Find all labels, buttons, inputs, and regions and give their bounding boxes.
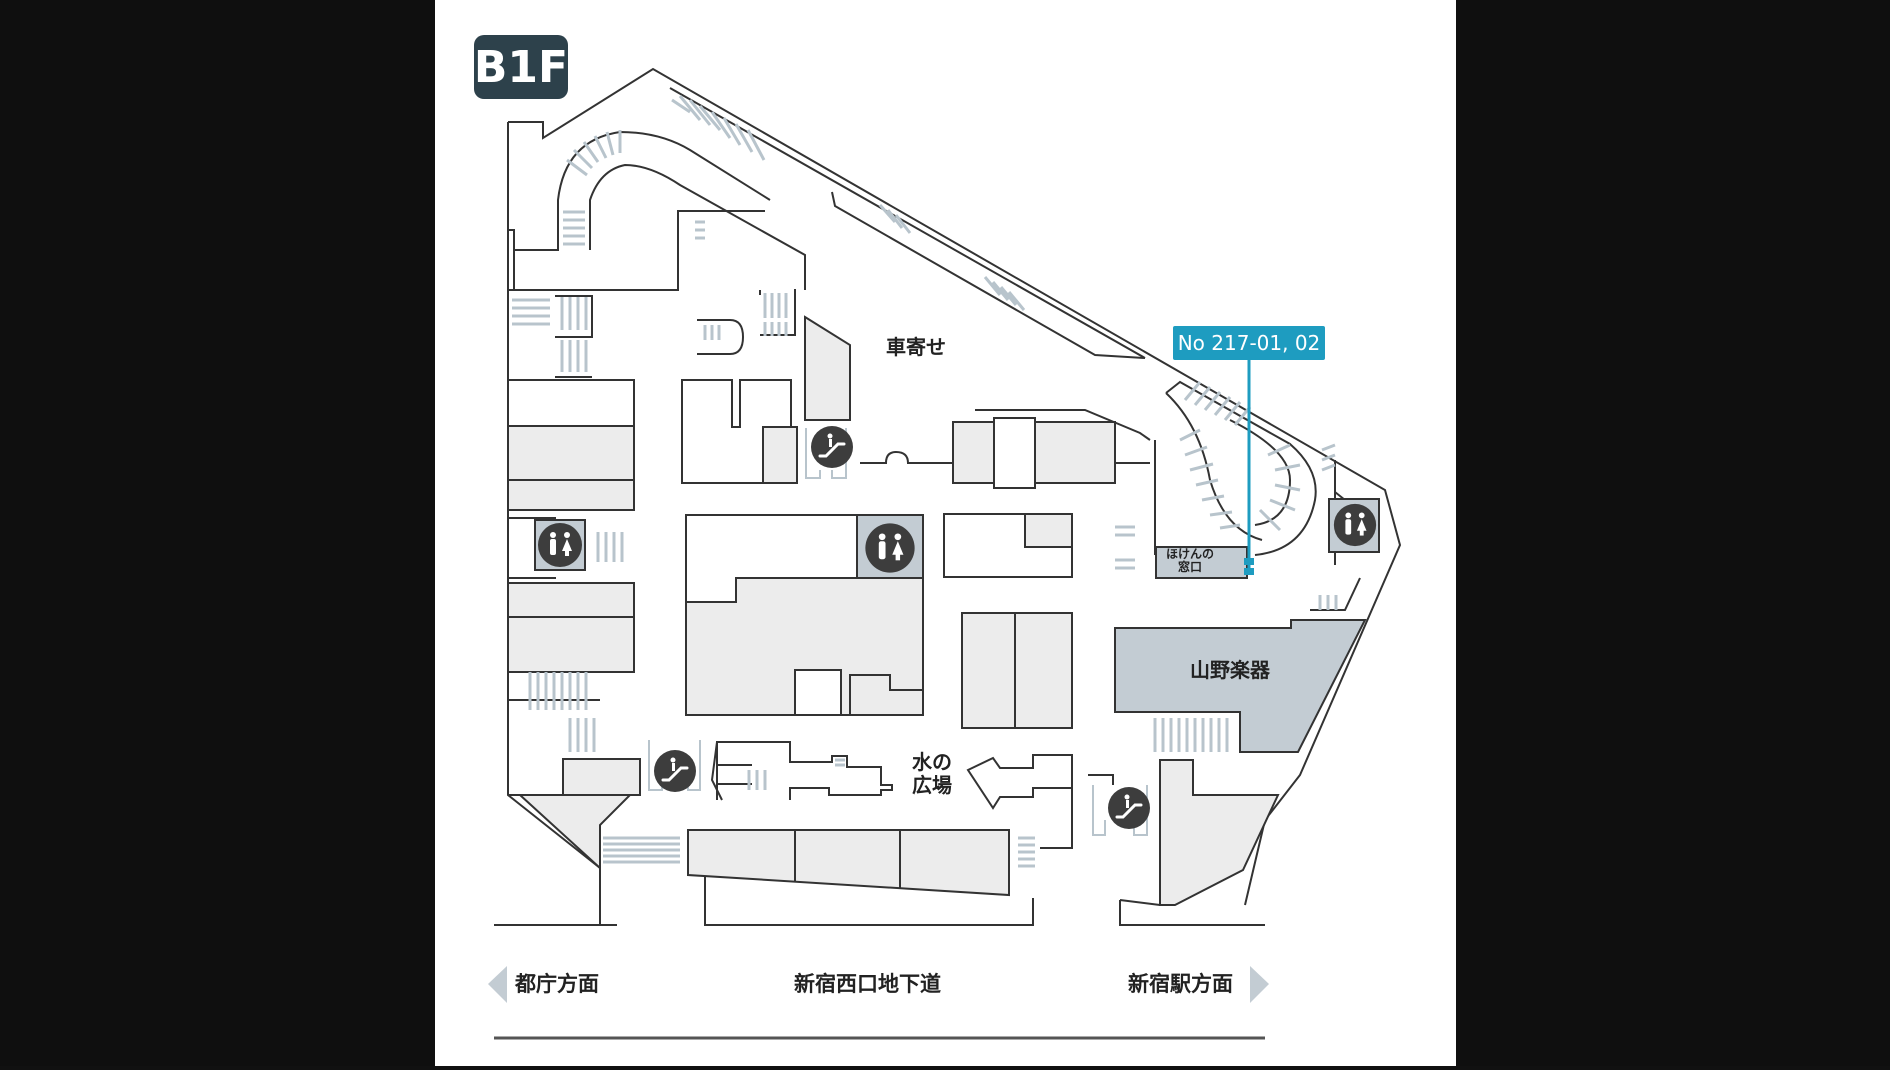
restroom-icon-left	[538, 523, 582, 567]
water-plaza-line1: 水の	[912, 750, 952, 774]
bottom-edge	[0, 1066, 1890, 1070]
outer-wall-diagonal	[508, 67, 1402, 906]
area-label-water-plaza: 水の 広場	[912, 751, 952, 797]
escalator-icon-upper	[811, 426, 853, 468]
restroom-icon-center	[865, 523, 915, 573]
water-plaza-line2: 広場	[912, 773, 952, 797]
area-label-yamano-music: 山野楽器	[1190, 658, 1270, 682]
escalator-icon-lower-left	[654, 750, 696, 792]
insurance-counter-line1: ほけんの	[1165, 547, 1214, 561]
direction-label-shinjuku-station: 新宿駅方面	[1128, 972, 1233, 996]
arrow-left-icon	[488, 966, 507, 1003]
store-number-callout: No 217-01, 02	[1173, 326, 1325, 360]
callout-marker	[1244, 558, 1254, 565]
direction-label-tocho: 都庁方面	[515, 972, 599, 996]
arrow-right-icon	[1250, 966, 1269, 1003]
direction-label-underground-passage: 新宿西口地下道	[794, 972, 941, 996]
restroom-icon-right	[1333, 503, 1377, 547]
escalator-icon-lower-right	[1108, 787, 1150, 829]
insurance-counter-line2: 窓口	[1177, 559, 1202, 574]
floor-badge: B1F	[474, 35, 568, 99]
area-label-insurance-counter: ほけんの 窓口	[1160, 548, 1220, 573]
area-label-drop-off: 車寄せ	[886, 335, 946, 359]
